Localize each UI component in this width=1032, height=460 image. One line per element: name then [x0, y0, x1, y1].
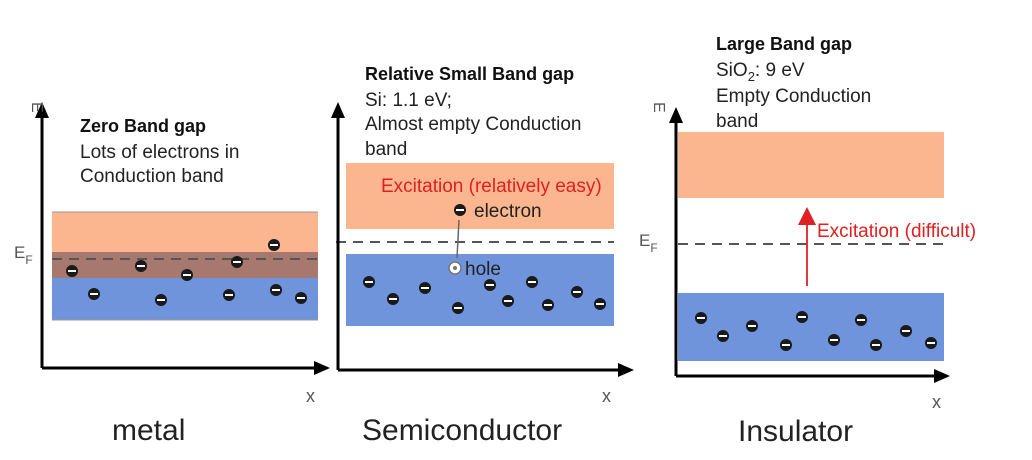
semiconductor-y-arrowhead	[331, 102, 345, 118]
metal-y-arrowhead	[35, 102, 49, 118]
metal-desc-line2: Conduction band	[80, 166, 224, 187]
semiconductor-caption: Semiconductor	[362, 414, 562, 447]
semiconductor-desc-line1: Si: 1.1 eV;	[365, 90, 452, 111]
semiconductor-conduction-band	[346, 163, 614, 229]
semiconductor-x-arrowhead	[618, 363, 634, 377]
semiconductor-desc-line2: Almost empty Conduction	[365, 114, 582, 135]
metal-panel: E EF x Zero Band gap Lots of electrons i…	[14, 102, 330, 447]
insulator-desc-line3: band	[716, 111, 758, 132]
metal-y-label: E	[28, 102, 45, 113]
insulator-y-arrowhead	[669, 107, 683, 123]
metal-caption: metal	[112, 414, 185, 447]
excitation-path	[456, 219, 460, 259]
insulator-excitation-label: Excitation (difficult)	[817, 221, 976, 242]
electron-label: electron	[474, 201, 542, 222]
hole-label: hole	[465, 259, 501, 280]
insulator-y-label: E	[650, 102, 667, 113]
insulator-caption: Insulator	[738, 415, 853, 448]
semiconductor-valence-band	[346, 254, 614, 326]
semiconductor-panel: electron hole Excitation (relatively eas…	[331, 64, 634, 447]
metal-heading: Zero Band gap	[80, 116, 206, 136]
insulator-desc-line2: Empty Conduction	[716, 86, 871, 107]
metal-electrons	[66, 239, 307, 306]
insulator-fermi-label: EF	[639, 231, 658, 255]
insulator-heading: Large Band gap	[716, 34, 852, 54]
insulator-x-label: x	[932, 392, 941, 412]
semiconductor-excitation-label: Excitation (relatively easy)	[381, 176, 602, 197]
semiconductor-desc-line3: band	[365, 139, 407, 160]
semiconductor-heading: Relative Small Band gap	[365, 64, 574, 84]
insulator-conduction-band	[678, 132, 944, 198]
insulator-panel: Excitation (difficult) E EF x Large Band…	[639, 34, 976, 448]
metal-desc-line1: Lots of electrons in	[80, 142, 239, 163]
insulator-formula: SiO2: 9 eV	[716, 60, 805, 84]
metal-x-arrowhead	[314, 361, 330, 375]
semiconductor-x-label: x	[602, 386, 611, 406]
insulator-valence-band	[678, 293, 944, 361]
insulator-x-arrowhead	[934, 369, 950, 383]
metal-x-label: x	[306, 386, 315, 406]
metal-fermi-label: EF	[14, 243, 33, 267]
